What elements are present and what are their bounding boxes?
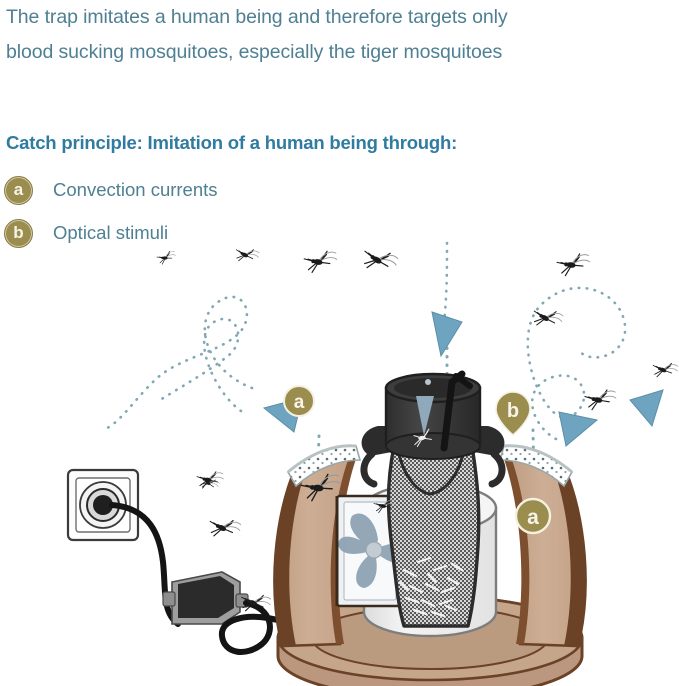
airflow-arrow-right-upper bbox=[558, 411, 599, 447]
airflow-indicator-triangle bbox=[416, 396, 434, 436]
flight-path-center bbox=[442, 241, 449, 324]
power-cable bbox=[109, 502, 181, 627]
mosquito-flight-paths bbox=[100, 241, 627, 441]
airflow-arrow-top-center bbox=[431, 311, 463, 358]
fan bbox=[335, 494, 410, 608]
legend-list: a Convection currents b Optical stimuli bbox=[4, 172, 424, 258]
legend-label-b: Optical stimuli bbox=[53, 222, 169, 243]
intro-line-1: The trap imitates a human being and ther… bbox=[6, 6, 508, 28]
legend-item-b: b Optical stimuli bbox=[4, 215, 424, 251]
airflow-arrows bbox=[262, 311, 664, 447]
flight-path-left-loop bbox=[158, 317, 243, 413]
legend-item-a: a Convection currents bbox=[4, 172, 424, 208]
legend-badge-a: a bbox=[4, 175, 33, 205]
marker-a-left[interactable]: a bbox=[283, 385, 315, 417]
catch-principle-heading: Catch principle: Imitation of a human be… bbox=[6, 132, 458, 153]
svg-text:a: a bbox=[527, 506, 539, 529]
airflow-arrow-right-lower bbox=[629, 389, 664, 428]
marker-b-right[interactable]: b bbox=[495, 391, 531, 437]
captured-mosquitoes bbox=[398, 556, 464, 618]
legend-label-a: Convection currents bbox=[53, 179, 218, 200]
intro-line-2: blood sucking mosquitoes, especially the… bbox=[6, 41, 503, 63]
svg-text:a: a bbox=[294, 392, 305, 413]
catch-mesh-bag bbox=[386, 444, 481, 628]
svg-text:b: b bbox=[507, 400, 519, 422]
flight-path-left bbox=[100, 295, 254, 432]
legend-badge-b: b bbox=[4, 218, 33, 248]
intro-paragraph: The trap imitates a human being and ther… bbox=[6, 0, 666, 70]
black-chimney-funnel bbox=[360, 370, 506, 488]
power-adapter bbox=[162, 571, 249, 625]
wall-socket bbox=[66, 468, 140, 542]
perforated-air-intake-band bbox=[286, 444, 574, 488]
trap-outer-housing bbox=[273, 456, 587, 686]
trap-illustration: a b a bbox=[0, 240, 679, 686]
marker-a-trap[interactable]: a bbox=[514, 497, 552, 535]
